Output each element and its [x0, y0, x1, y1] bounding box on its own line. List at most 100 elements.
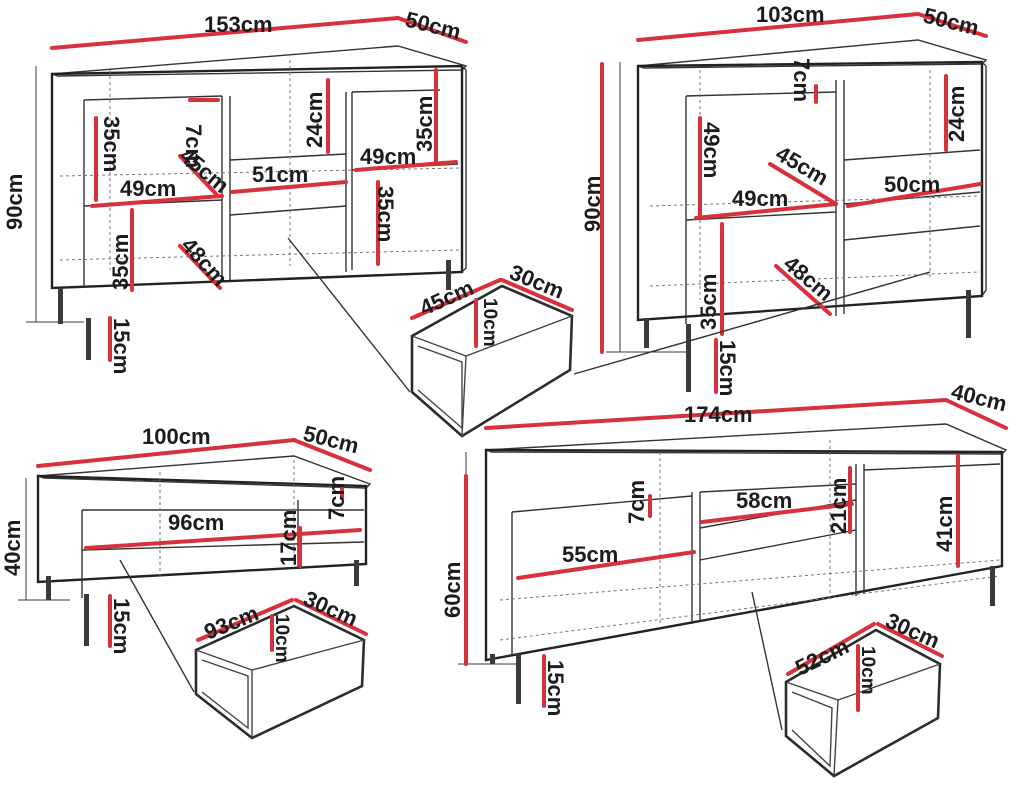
s103-height: 90: [580, 208, 605, 232]
unit-cm: cm: [756, 186, 788, 211]
unit-cm: cm: [760, 488, 792, 513]
s103-inner-5: 50: [884, 172, 908, 197]
unit-cm: cm: [181, 136, 206, 168]
s103-depth: 50: [921, 3, 951, 33]
t174-depth: 40: [949, 379, 979, 409]
t174-inner-1: 58: [736, 488, 760, 513]
s103-inner-6: 35: [696, 306, 721, 330]
tv-cabinet-174: 174cm 40cm 60cm 7cm 58cm 21cm 41cm 55cm …: [440, 379, 1010, 731]
t174-width: 174: [684, 402, 721, 427]
svg-text:55cm: 55cm: [562, 542, 618, 567]
unit-cm: cm: [580, 176, 605, 208]
s103-inner-2: 24: [944, 117, 969, 142]
b100-drawer-height: 10: [271, 614, 292, 635]
svg-text:10cm: 10cm: [857, 646, 878, 695]
svg-text:15cm: 15cm: [715, 340, 740, 396]
unit-cm: cm: [793, 2, 825, 27]
svg-text:49cm: 49cm: [360, 144, 416, 169]
unit-cm: cm: [543, 684, 568, 716]
svg-text:41cm: 41cm: [932, 496, 957, 552]
s153-height: 90: [2, 206, 27, 230]
t174-inner-0: 7: [624, 512, 649, 524]
s153-inner-9: 35: [108, 266, 133, 290]
svg-text:7cm: 7cm: [181, 124, 206, 168]
unit-cm: cm: [109, 622, 134, 654]
svg-text:49cm: 49cm: [732, 186, 788, 211]
unit-cm: cm: [302, 92, 327, 124]
b100-inner-0: 96: [168, 510, 192, 535]
sideboard-103: 103cm 50cm 90cm 7cm 49cm 24cm 45cm 49cm …: [573, 2, 988, 396]
svg-text:153cm: 153cm: [204, 12, 273, 37]
t174-inner-2: 21: [826, 510, 851, 534]
unit-cm: cm: [108, 234, 133, 266]
unit-cm: cm: [586, 542, 618, 567]
s153-drawer-height: 10: [479, 298, 500, 319]
svg-text:35cm: 35cm: [108, 234, 133, 290]
t174-inner-3: 41: [932, 528, 957, 552]
unit-cm: cm: [179, 424, 211, 449]
svg-text:7cm: 7cm: [789, 58, 814, 102]
unit-cm: cm: [276, 510, 301, 542]
t174-inner-4: 55: [562, 542, 586, 567]
t174-height: 60: [440, 594, 465, 618]
svg-text:17cm: 17cm: [276, 510, 301, 566]
unit-cm: cm: [857, 667, 878, 694]
unit-cm: cm: [271, 635, 292, 662]
s103-width: 103: [756, 2, 793, 27]
s153-inner-1: 35: [99, 116, 124, 140]
unit-cm: cm: [789, 70, 814, 102]
unit-cm: cm: [721, 402, 753, 427]
svg-text:49cm: 49cm: [699, 122, 724, 178]
svg-text:7cm: 7cm: [624, 480, 649, 524]
svg-text:35cm: 35cm: [373, 186, 398, 242]
b100-drawer: 93cm 30cm 10cm: [194, 586, 368, 740]
unit-cm: cm: [144, 176, 176, 201]
unit-cm: cm: [0, 520, 25, 552]
s153-inner-5: 24: [302, 123, 327, 148]
svg-text:40cm: 40cm: [949, 379, 1010, 417]
svg-text:174cm: 174cm: [684, 402, 753, 427]
s103-inner-1: 49: [699, 122, 724, 146]
unit-cm: cm: [908, 172, 940, 197]
unit-cm: cm: [192, 510, 224, 535]
unit-cm: cm: [945, 9, 982, 41]
b100-depth: 50: [301, 421, 331, 451]
sideboard-153: 153cm 50cm 90cm 7cm 35cm 45cm 49cm 51cm …: [2, 7, 468, 393]
svg-text:50cm: 50cm: [403, 7, 464, 45]
svg-text:51cm: 51cm: [252, 162, 308, 187]
unit-cm: cm: [696, 274, 721, 306]
b100-inner-2: 17: [276, 542, 301, 566]
b100-inner-1: 7: [324, 508, 349, 520]
svg-text:15cm: 15cm: [109, 318, 134, 374]
unit-cm: cm: [2, 174, 27, 206]
unit-cm: cm: [699, 146, 724, 178]
unit-cm: cm: [932, 496, 957, 528]
s153-inner-8: 35: [373, 186, 398, 210]
svg-text:49cm: 49cm: [120, 176, 176, 201]
unit-cm: cm: [241, 12, 273, 37]
b100-legs: 15: [109, 598, 134, 622]
svg-text:24cm: 24cm: [302, 92, 327, 148]
s153-inner-4: 51: [252, 162, 276, 187]
s153-inner-7: 35: [412, 128, 437, 152]
svg-text:21cm: 21cm: [826, 478, 851, 534]
unit-cm: cm: [624, 480, 649, 512]
unit-cm: cm: [715, 364, 740, 396]
t174-drawer: 52cm 30cm 10cm: [784, 608, 944, 778]
svg-text:35cm: 35cm: [412, 96, 437, 152]
s153-inner-3: 49: [120, 176, 144, 201]
s153-inner-6: 49: [360, 144, 384, 169]
svg-text:103cm: 103cm: [756, 2, 825, 27]
svg-text:35cm: 35cm: [696, 274, 721, 330]
s153-inner-0: 7: [181, 124, 206, 136]
b100-height: 40: [0, 552, 25, 576]
unit-cm: cm: [440, 562, 465, 594]
svg-text:90cm: 90cm: [580, 176, 605, 232]
svg-text:50cm: 50cm: [921, 3, 982, 41]
unit-cm: cm: [412, 96, 437, 128]
svg-text:24cm: 24cm: [944, 86, 969, 142]
unit-cm: cm: [944, 86, 969, 118]
svg-text:58cm: 58cm: [736, 488, 792, 513]
